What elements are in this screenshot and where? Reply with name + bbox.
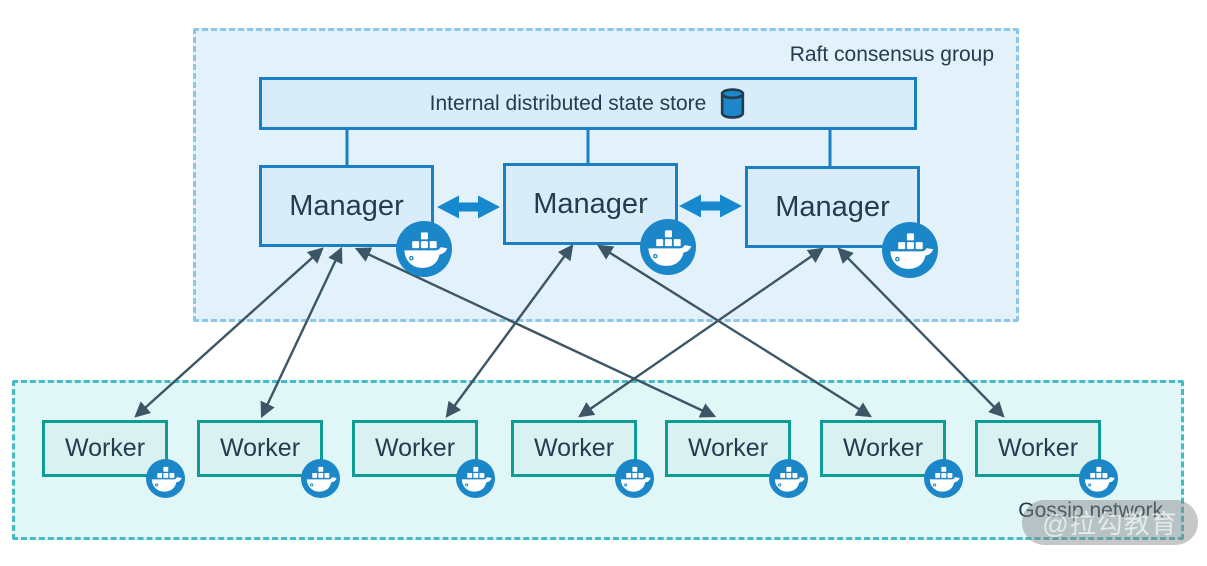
raft-group-label: Raft consensus group xyxy=(789,43,994,66)
watermark-badge: @拉勾教育 xyxy=(1022,500,1198,545)
worker-label: Worker xyxy=(219,434,301,462)
manager-label: Manager xyxy=(289,189,404,222)
docker-whale-icon xyxy=(769,459,808,498)
worker-label: Worker xyxy=(533,434,615,462)
worker-node-4: Worker xyxy=(511,420,637,477)
watermark-text: @拉勾教育 xyxy=(1042,509,1178,539)
docker-whale-icon xyxy=(1079,459,1118,498)
manager-node-3: Manager xyxy=(745,166,920,248)
worker-label: Worker xyxy=(374,434,456,462)
docker-whale-icon xyxy=(396,221,452,277)
docker-whale-icon xyxy=(301,459,340,498)
worker-node-7: Worker xyxy=(975,420,1101,477)
docker-whale-icon xyxy=(615,459,654,498)
manager-label: Manager xyxy=(775,190,890,223)
worker-node-2: Worker xyxy=(197,420,323,477)
worker-label: Worker xyxy=(997,434,1079,462)
manager-node-2: Manager xyxy=(503,163,678,245)
docker-whale-icon xyxy=(456,459,495,498)
worker-label: Worker xyxy=(64,434,146,462)
worker-node-1: Worker xyxy=(42,420,168,477)
state-store-node: Internal distributed state store xyxy=(259,77,917,130)
worker-label: Worker xyxy=(842,434,924,462)
gossip-network-label: Gossip network xyxy=(1018,499,1163,522)
docker-whale-icon xyxy=(924,459,963,498)
worker-node-6: Worker xyxy=(820,420,946,477)
docker-whale-icon xyxy=(882,222,938,278)
docker-whale-icon xyxy=(146,459,185,498)
worker-label: Worker xyxy=(687,434,769,462)
worker-node-5: Worker xyxy=(665,420,791,477)
manager-node-1: Manager xyxy=(259,165,434,247)
database-cylinder-icon xyxy=(719,87,746,120)
docker-whale-icon xyxy=(640,219,696,275)
manager-label: Manager xyxy=(533,187,648,220)
worker-node-3: Worker xyxy=(352,420,478,477)
state-store-label: Internal distributed state store xyxy=(429,91,707,115)
